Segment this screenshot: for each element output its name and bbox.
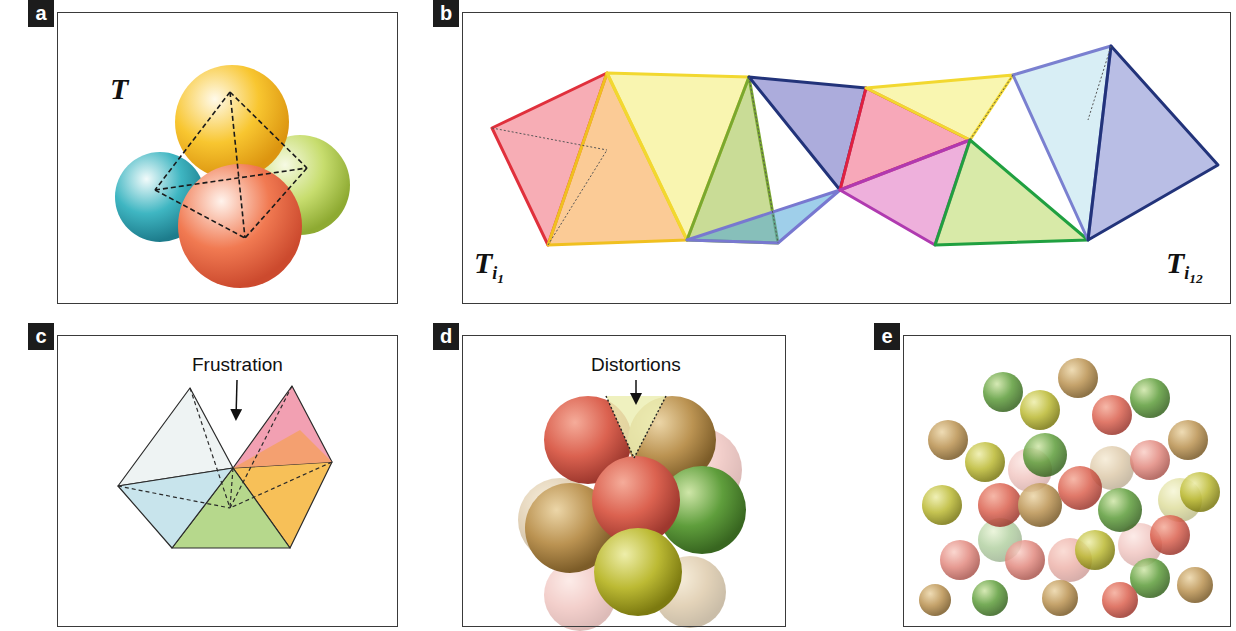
figure-panel: a [57, 12, 398, 304]
figure-panel: b [462, 12, 1231, 304]
figure-panel: c [57, 335, 398, 627]
symbol-subscript: i1 [492, 263, 504, 283]
subscript-index: i [1184, 263, 1189, 283]
panel-letter: b [433, 0, 459, 27]
panel-letter: d [433, 323, 459, 350]
figure-panel: d [462, 335, 786, 627]
annotation-label: Frustration [190, 354, 285, 376]
symbol-base: T [1166, 246, 1184, 279]
figure-panel: e [903, 335, 1231, 627]
amorphous-packing [919, 358, 1220, 618]
icosahedral-cluster [518, 380, 746, 631]
subscript-number: 12 [1189, 271, 1203, 286]
panel-letter: c [28, 323, 54, 350]
panel-letter: e [874, 323, 900, 350]
frustrated-pentagon [118, 380, 332, 548]
panel-letter: a [28, 0, 54, 27]
tetrahedron-symbol: Ti12 [1166, 248, 1203, 286]
subscript-index: i [492, 263, 497, 283]
sphere-tetrahedron [115, 65, 350, 288]
tetrahedron-symbol: Ti1 [474, 248, 504, 286]
symbol-base: T [474, 246, 492, 279]
subscript-number: 1 [497, 271, 504, 286]
tetrahedra-chain [492, 46, 1218, 245]
symbol-subscript: i12 [1184, 263, 1203, 283]
tetrahedron-symbol: T [110, 74, 128, 104]
annotation-label: Distortions [589, 354, 683, 376]
